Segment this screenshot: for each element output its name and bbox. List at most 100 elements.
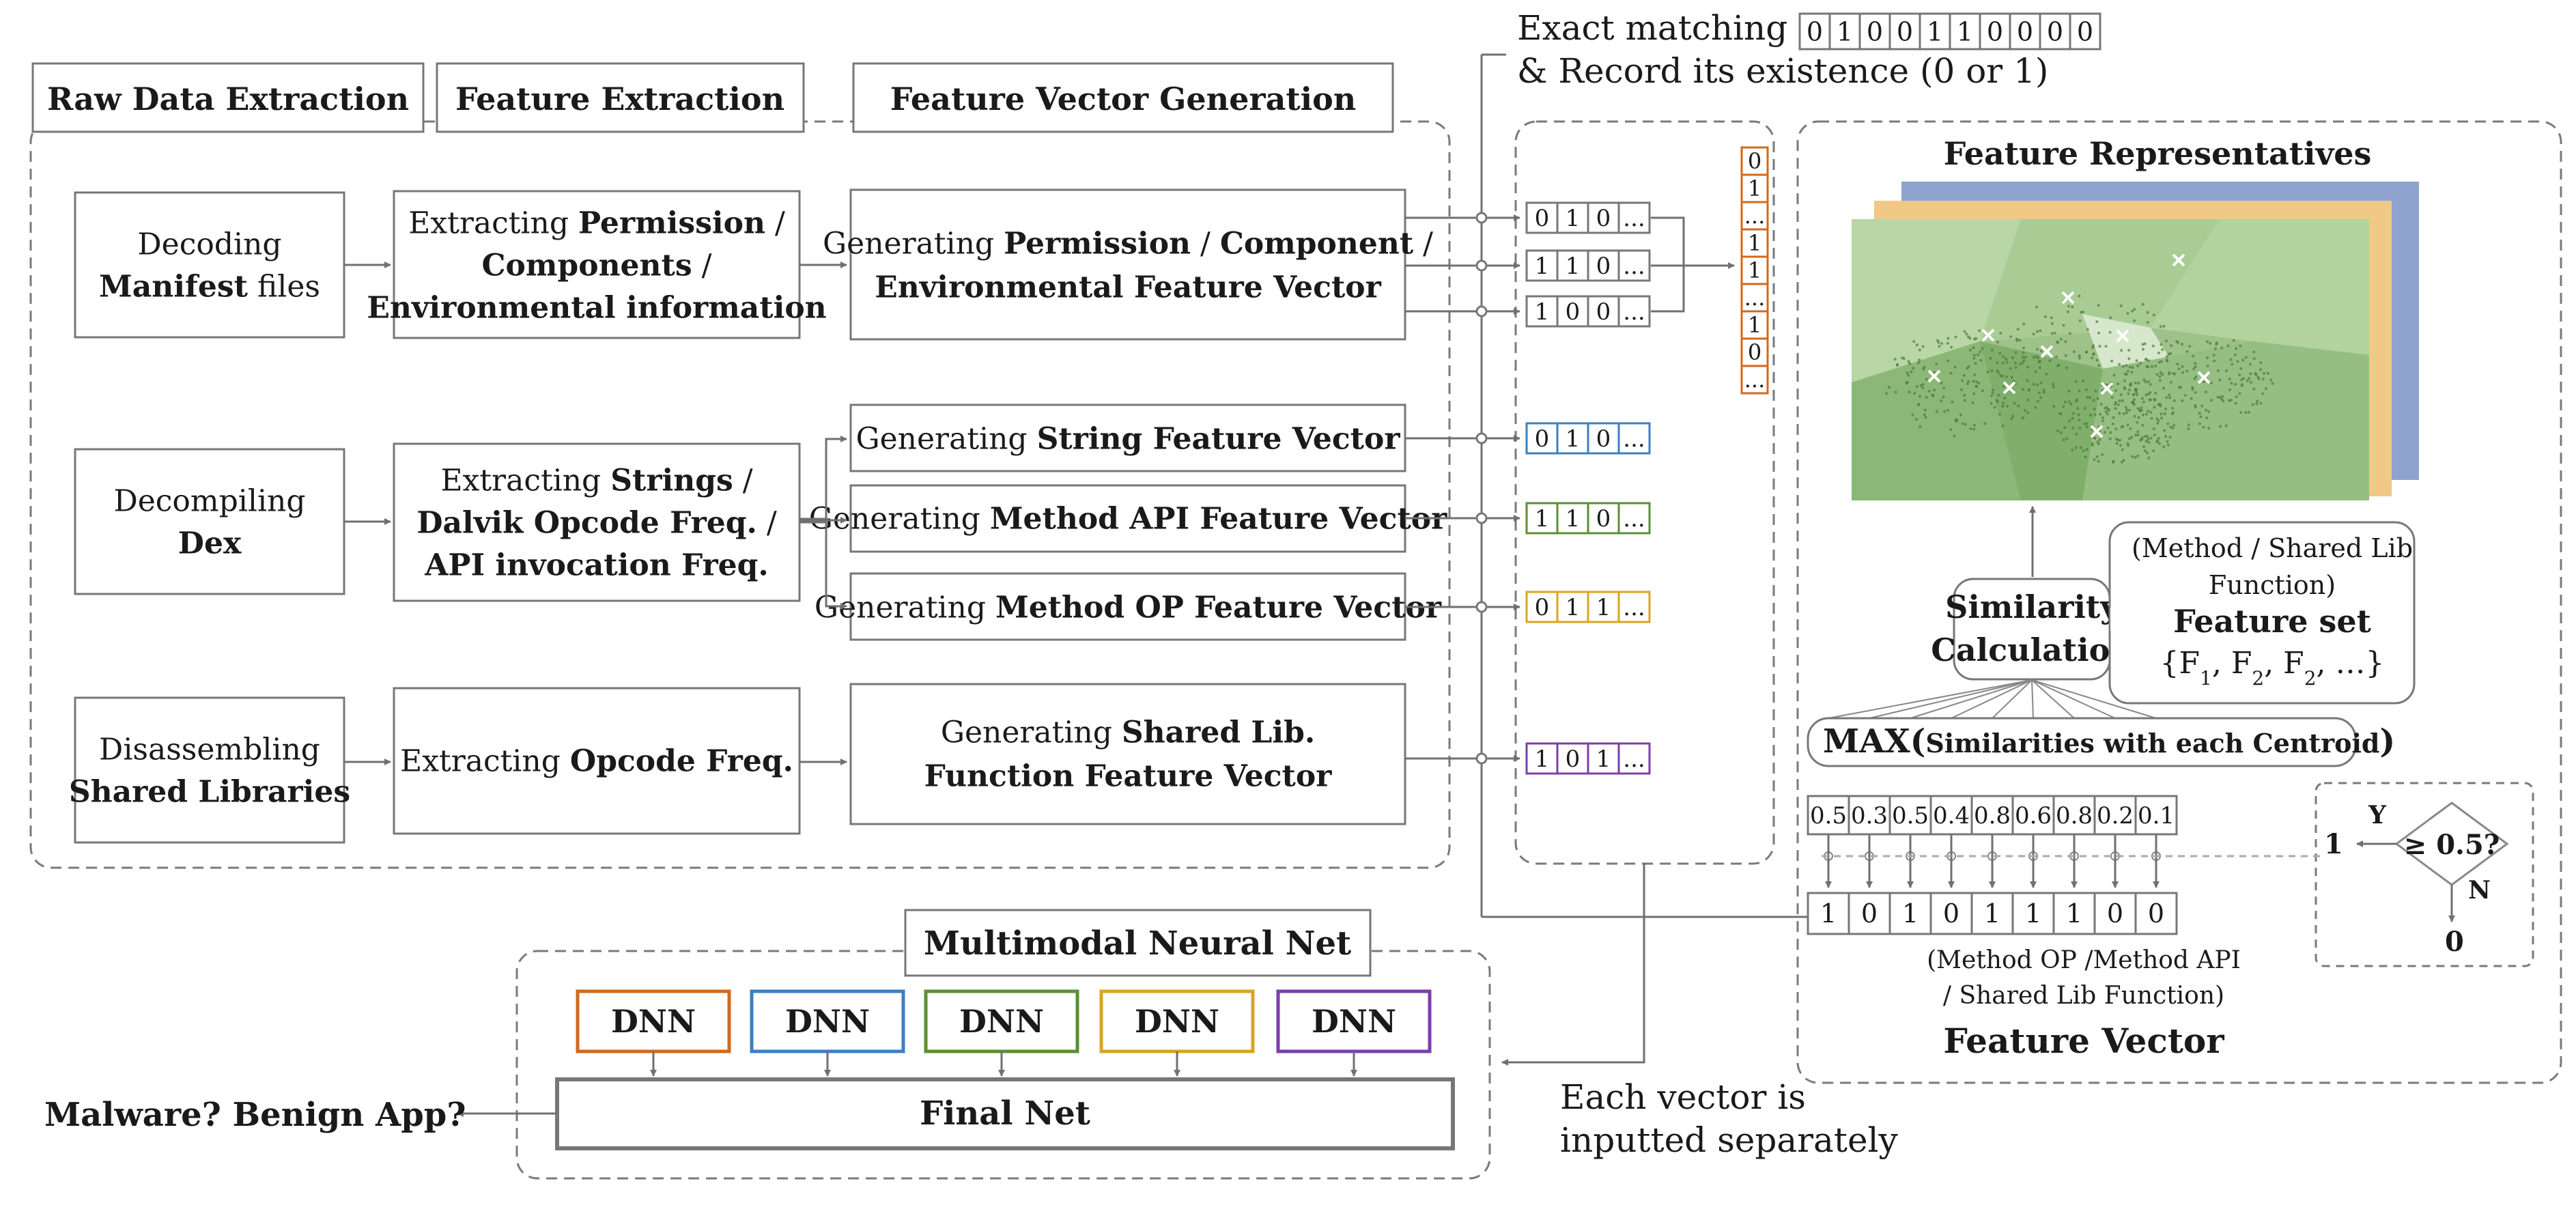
similarity-threshold-arrows — [1824, 834, 2161, 888]
text-generating-method-api: Generating Method API Feature Vector — [809, 501, 1447, 536]
t-ext-manifest-line: Environmental information — [367, 290, 826, 325]
vector-concatenated-value: ... — [1744, 203, 1766, 229]
box-disassembling-shared — [74, 696, 345, 844]
header-raw-data-extraction: Raw Data Extraction — [47, 81, 409, 117]
box-generating-permission — [849, 188, 1406, 341]
box-generating-shared-lib — [849, 683, 1406, 825]
exact-bits-cell — [1798, 12, 1831, 51]
similarity-value: 0.8 — [1974, 802, 2011, 830]
exact-matching-line2: & Record its existence (0 or 1) — [1517, 51, 2048, 91]
vector-concatenated-cell — [1740, 255, 1769, 285]
binary-bit-value: 1 — [1984, 898, 2000, 928]
header-feature-extraction: Feature Extraction — [455, 81, 784, 117]
binary-bit-value: 1 — [1902, 898, 1919, 928]
vec-shared-value: 0 — [1566, 746, 1581, 773]
text-generating-permission: Generating Permission / Component / Envir… — [823, 226, 1433, 304]
threshold-one: 1 — [2324, 828, 2343, 860]
dnn-label: DNN — [1312, 1003, 1396, 1040]
max-box — [1807, 717, 2357, 767]
header-raw-box — [31, 62, 425, 133]
feature-vector-note-line2: / Shared Lib Function) — [1943, 982, 2224, 1010]
binary-bit-value: 0 — [2148, 898, 2164, 928]
feature-set-members: {F1, F2, F2, …} — [2160, 646, 2384, 690]
t-ext-manifest-line: Components / — [482, 248, 712, 283]
t-gen-manifest-line: Generating Permission / Component / — [823, 226, 1433, 261]
exact-matching-line1: Exact matching — [1517, 8, 1787, 48]
vec-comp-value: 1 — [1566, 253, 1581, 280]
similarity-value-cell — [2052, 795, 2096, 836]
similarity-value: 0.3 — [1851, 802, 1888, 830]
vector-concatenated: 01...11...10... — [1740, 146, 1769, 395]
vec-api-value: ... — [1623, 505, 1645, 533]
vec-shared-cell — [1587, 742, 1620, 775]
similarity-value: 0.5 — [1892, 802, 1929, 830]
feature-set-title: Feature set — [2173, 603, 2372, 640]
binary-bit-value: 1 — [1820, 898, 1837, 928]
vec-perm-cell — [1587, 201, 1620, 234]
vec-shared-value: ... — [1623, 746, 1645, 773]
binary-bit-value: 1 — [2025, 898, 2041, 928]
vec-comp-cell — [1587, 249, 1620, 282]
binary-bit-cell — [1807, 892, 1850, 935]
vec-api-value: 0 — [1596, 505, 1611, 533]
vec-string-value: 0 — [1596, 425, 1611, 453]
feature-representatives-title: Feature Representatives — [1944, 135, 2372, 172]
text-extracting-opcode: Extracting Opcode Freq. — [400, 743, 793, 778]
exact-bits-value: 0 — [1897, 16, 1913, 46]
binary-bit-cell — [1848, 892, 1891, 935]
text-generating-method-op: Generating Method OP Feature Vector — [815, 590, 1442, 625]
similarity-fan-lines — [1828, 679, 2157, 719]
t-gen-shared-line: Function Feature Vector — [924, 759, 1333, 793]
t-gen-manifest-line: Environmental Feature Vector — [875, 270, 1381, 304]
t-raw-manifest-line: Decoding — [137, 227, 281, 261]
threshold-condition: ≥ 0.5? — [2404, 829, 2500, 861]
vec-perm-value: 0 — [1535, 205, 1550, 232]
t-gen-shared-line: Generating Shared Lib. — [941, 715, 1315, 750]
text-extracting-strings: Extracting Strings /Dalvik Opcode Freq. … — [416, 463, 777, 582]
box-decompiling-dex — [74, 448, 345, 595]
dnn-box — [1099, 989, 1255, 1053]
threshold-yes: Y — [2368, 801, 2387, 830]
vector-concatenated-value: 0 — [1748, 339, 1761, 365]
vector-concatenated-value: 0 — [1748, 148, 1761, 174]
exact-bits-cell — [1888, 12, 1921, 51]
threshold-no: N — [2468, 876, 2491, 905]
connector-junctions — [1475, 212, 1488, 765]
exact-bits-cell — [1949, 12, 1981, 51]
exact-bits-cell — [1919, 12, 1951, 51]
similarity-value: 0.1 — [2138, 802, 2175, 830]
vector-concatenated-cell — [1740, 283, 1769, 313]
similarity-value-cell — [2134, 795, 2178, 836]
vec-env-value: 0 — [1596, 298, 1611, 326]
vec-comp-value: ... — [1623, 253, 1645, 280]
t-raw-dex-line: Decompiling — [113, 483, 305, 518]
exact-bits-cell — [2069, 12, 2101, 51]
vec-string-cell — [1617, 422, 1651, 455]
vec-op-value: 0 — [1535, 594, 1550, 621]
binary-bit-cell — [2011, 892, 2055, 935]
final-net-label: Final Net — [920, 1094, 1090, 1133]
feature-set-note-line2: Function) — [2209, 570, 2336, 600]
t-raw-dex-line: Dex — [178, 526, 242, 561]
similarity-line1: Similarity — [1945, 589, 2119, 625]
dnn-box — [1276, 989, 1432, 1053]
vec-shared-value: 1 — [1535, 746, 1550, 773]
threshold-region — [2315, 782, 2534, 967]
vector-concatenated-cell — [1740, 365, 1769, 395]
mnn-header: Multimodal Neural Net — [924, 924, 1351, 963]
binary-bit-value: 0 — [1861, 898, 1878, 928]
dnn-box — [924, 989, 1079, 1053]
vec-op-cell — [1525, 591, 1559, 623]
similarity-value: 0.6 — [2015, 802, 2052, 830]
vec-env-value: ... — [1623, 298, 1645, 326]
vec-comp-cell — [1617, 249, 1651, 282]
exact-bits-value: 0 — [2047, 16, 2063, 46]
